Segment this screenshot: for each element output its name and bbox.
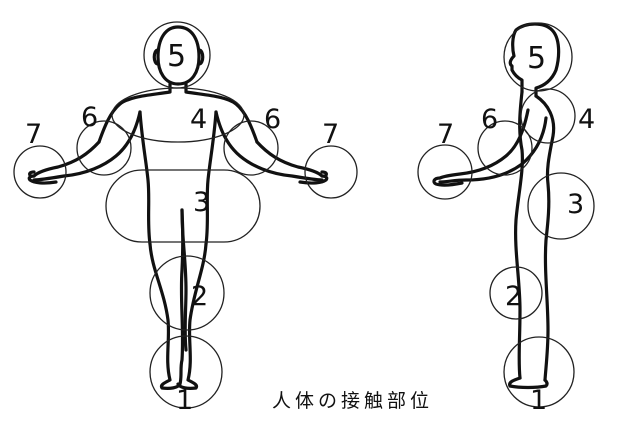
side-label-2: 2 (505, 281, 522, 312)
front-label-5: 5 (167, 39, 186, 74)
side-label-3: 3 (567, 189, 584, 220)
front-label-3: 3 (193, 187, 210, 218)
front-label-6-right: 6 (264, 104, 281, 135)
side-label-5: 5 (527, 41, 546, 76)
side-label-7: 7 (437, 119, 454, 150)
side-label-4: 4 (578, 104, 595, 135)
side-label-1: 1 (530, 385, 547, 416)
front-label-6-left: 6 (81, 102, 98, 133)
diagram-caption: 人体の接触部位 (272, 386, 433, 413)
front-left-leg (150, 210, 183, 388)
front-label-4: 4 (190, 104, 207, 135)
side-figure: 5 4 6 7 3 2 1 (418, 23, 595, 416)
front-shoulders (99, 84, 257, 142)
front-label-1: 1 (176, 385, 193, 416)
front-figure: 5 4 6 6 7 7 3 2 1 (14, 22, 357, 416)
side-label-6: 6 (481, 104, 498, 135)
front-label-7-left: 7 (25, 119, 42, 150)
front-label-2: 2 (191, 281, 208, 312)
front-zone-4-shoulders (112, 88, 244, 142)
front-label-7-right: 7 (322, 119, 339, 150)
